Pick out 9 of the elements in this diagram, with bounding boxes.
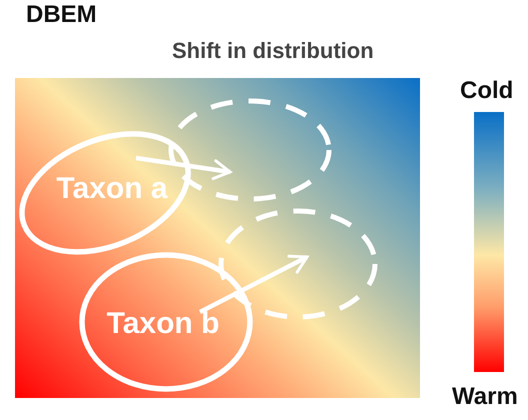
scale-label: Warm [452,383,518,411]
shift-arrow [198,254,308,314]
diagram-title: DBEM [26,1,97,29]
panel-heading: Shift in distribution [172,38,374,64]
scale-label: Cold [460,77,514,105]
color-scale-bar [474,112,504,372]
shift-arrow [136,156,232,180]
taxon-label: Taxon b [106,307,220,341]
taxon-label: Taxon a [56,172,168,206]
